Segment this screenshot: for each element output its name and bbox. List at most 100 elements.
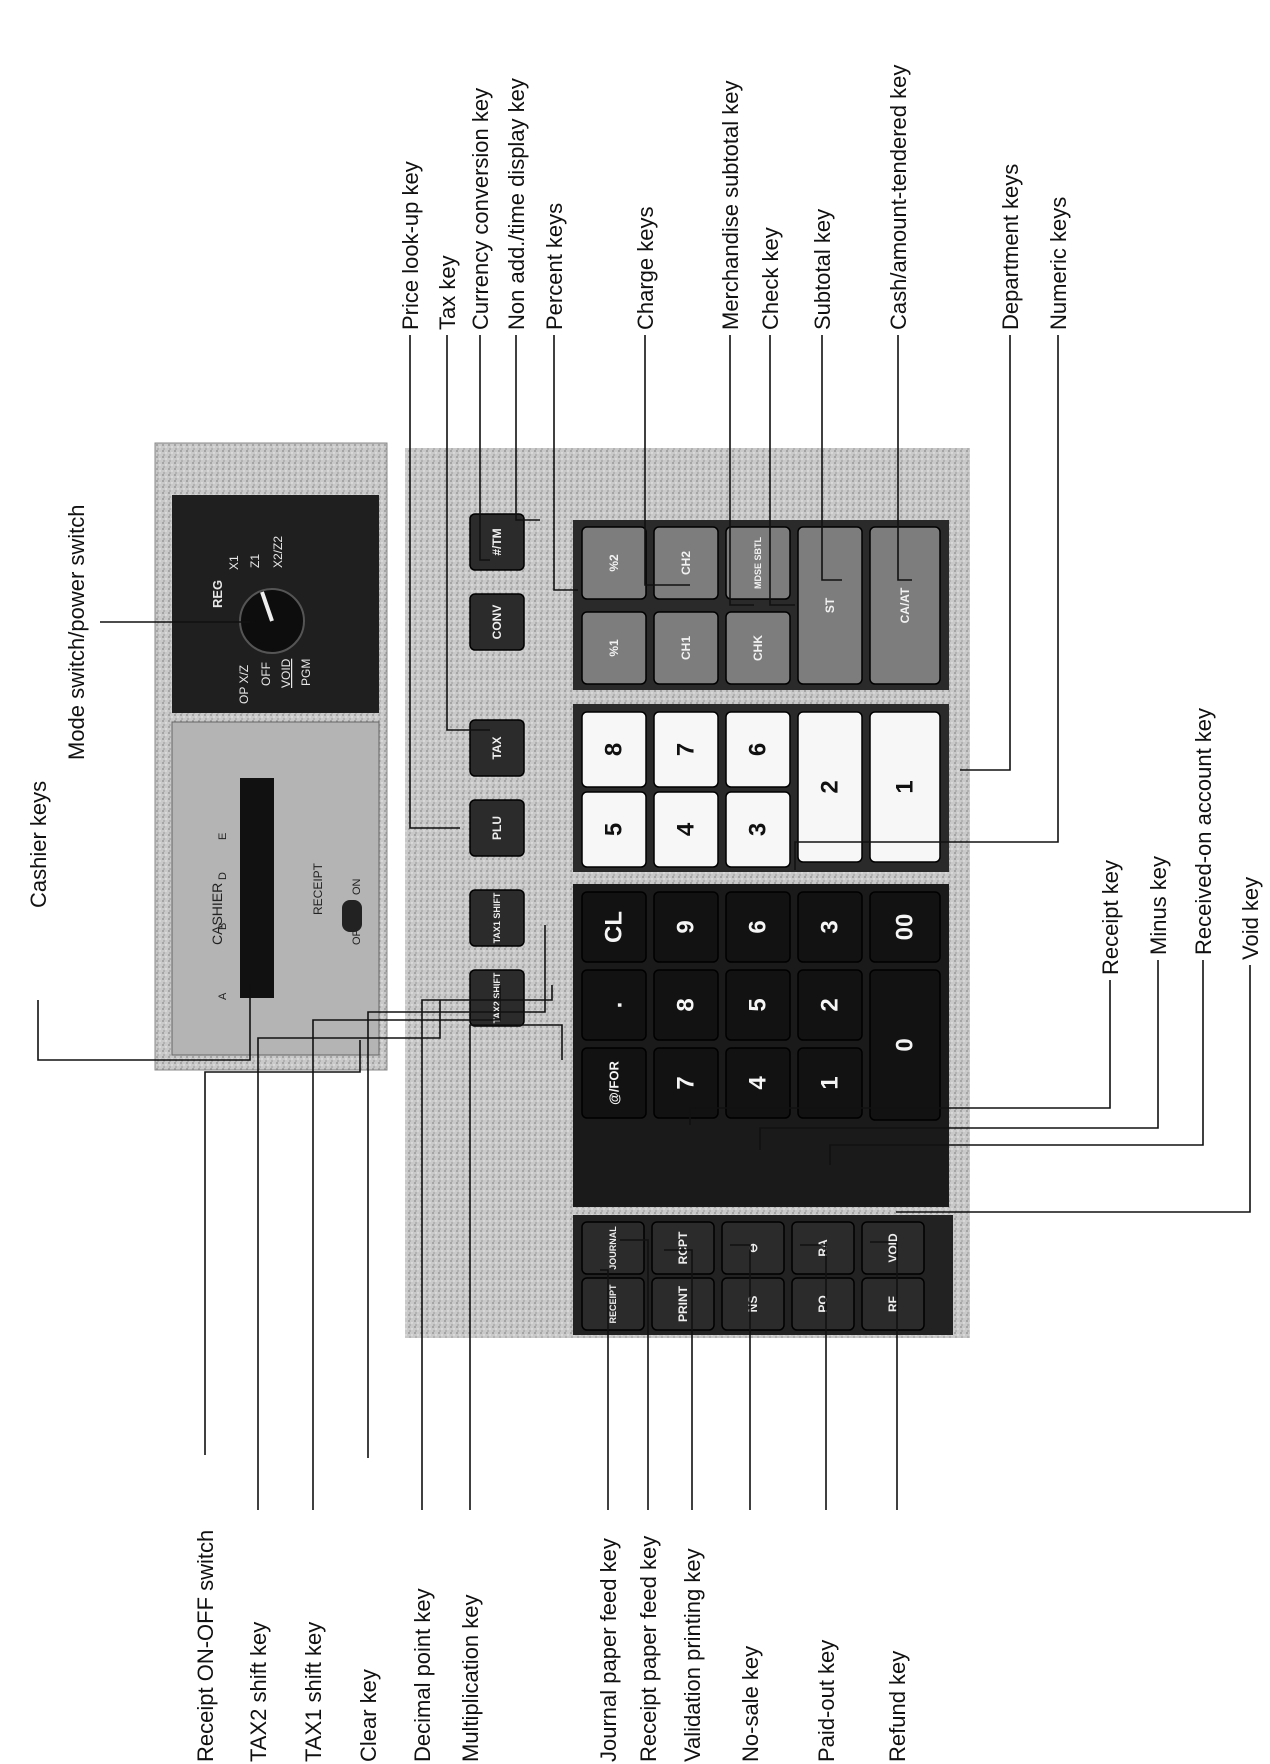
plu-key[interactable]: PLU [469,799,525,857]
rf-key-cap[interactable] [861,1277,925,1331]
tax2-shift-key[interactable]: TAX2 SHIFT [469,969,525,1027]
cashier-keys[interactable]: CASHIER A B D E [209,778,274,1000]
mdse-sbtl-key[interactable]: MDSE SBTL [725,526,791,600]
dept-key-4-cap[interactable] [653,791,719,868]
num-key-8[interactable]: 8 [653,969,719,1041]
cl-key-cap[interactable] [581,891,647,963]
receipt-switch-toggle[interactable] [342,900,362,932]
num-key-2[interactable]: 2 [797,969,863,1041]
num-key-0-cap[interactable] [869,969,941,1121]
tax1-shift-key-cap[interactable] [469,889,525,947]
ch1-key[interactable]: CH1 [653,611,719,685]
conv-key-cap[interactable] [469,593,525,651]
dept-key-8[interactable]: 8 [581,711,647,788]
dept-key-4[interactable]: 4 [653,791,719,868]
num-key-4-cap[interactable] [725,1047,791,1119]
pct2-key-cap[interactable] [581,526,647,600]
num-key-00[interactable]: 00 [869,891,941,963]
receipt-switch[interactable]: RECEIPT OFF ON [311,862,363,945]
dept-key-1-label: 1 [892,780,919,793]
label-tax-key: Tax key [435,255,460,330]
chk-key-cap[interactable] [725,611,791,685]
journal-feed-key-cap[interactable] [581,1221,645,1275]
cl-key[interactable]: CL [581,891,647,963]
num-key-5-cap[interactable] [725,969,791,1041]
rf-key[interactable]: RF [861,1277,925,1331]
dept-key-1-cap[interactable] [869,711,941,863]
st-key-cap[interactable] [797,526,863,685]
void-key[interactable]: VOID [861,1221,925,1275]
plu-key-cap[interactable] [469,799,525,857]
num-key-1[interactable]: 1 [797,1047,863,1119]
num-key-8-cap[interactable] [653,969,719,1041]
dept-key-3[interactable]: 3 [725,791,791,868]
dept-key-2[interactable]: 2 [797,711,863,863]
dept-key-1[interactable]: 1 [869,711,941,863]
num-key-7-cap[interactable] [653,1047,719,1119]
num-key-3-cap[interactable] [797,891,863,963]
dept-key-2-cap[interactable] [797,711,863,863]
num-key-00-cap[interactable] [869,891,941,963]
minus-key[interactable]: ⊖ [721,1221,785,1275]
dept-key-7[interactable]: 7 [653,711,719,788]
num-key-1-cap[interactable] [797,1047,863,1119]
dept-key-6[interactable]: 6 [725,711,791,788]
pct1-key-cap[interactable] [581,611,647,685]
num-key-6-cap[interactable] [725,891,791,963]
num-key-3[interactable]: 3 [797,891,863,963]
journal-feed-key[interactable]: JOURNAL [581,1221,645,1275]
minus-key-cap[interactable] [721,1221,785,1275]
for-key[interactable]: @/FOR [581,1047,647,1119]
receipt-feed-key[interactable]: RECEIPT [581,1277,645,1331]
num-key-6[interactable]: 6 [725,891,791,963]
rcpt-key-cap[interactable] [651,1221,715,1275]
num-key-9[interactable]: 9 [653,891,719,963]
dept-key-6-cap[interactable] [725,711,791,788]
receipt-feed-key-cap[interactable] [581,1277,645,1331]
dept-key-5[interactable]: 5 [581,791,647,868]
ca-at-key-cap[interactable] [869,526,941,685]
ch1-key-cap[interactable] [653,611,719,685]
dept-key-3-cap[interactable] [725,791,791,868]
num-key-4[interactable]: 4 [725,1047,791,1119]
po-key-cap[interactable] [791,1277,855,1331]
rcpt-key[interactable]: RCPT [651,1221,715,1275]
po-key[interactable]: PO [791,1277,855,1331]
mdse-sbtl-key-cap[interactable] [725,526,791,600]
tax-key-cap[interactable] [469,719,525,777]
for-key-cap[interactable] [581,1047,647,1119]
chk-key[interactable]: CHK [725,611,791,685]
pct1-key[interactable]: %1 [581,611,647,685]
conv-key[interactable]: CONV [469,593,525,651]
ca-at-key[interactable]: CA/AT [869,526,941,685]
print-key[interactable]: PRINT [651,1277,715,1331]
cashier-key-slot[interactable] [240,778,274,998]
st-key[interactable]: ST [797,526,863,685]
dot-key[interactable]: . [581,969,647,1041]
mode-switch[interactable]: REG X1 Z1 X2/Z2 OP X/Z OFF VOID PGM [210,536,313,704]
ch2-key[interactable]: CH2 [653,526,719,600]
ns-key-cap[interactable] [721,1277,785,1331]
ra-key[interactable]: RA [791,1221,855,1275]
num-key-9-cap[interactable] [653,891,719,963]
void-key-cap[interactable] [861,1221,925,1275]
dept-key-8-cap[interactable] [581,711,647,788]
tax-key[interactable]: TAX [469,719,525,777]
num-key-0[interactable]: 0 [869,969,941,1121]
ns-key[interactable]: NS [721,1277,785,1331]
pct2-key[interactable]: %2 [581,526,647,600]
num-key-2-cap[interactable] [797,969,863,1041]
label-clear-key: Clear key [356,1669,381,1762]
ra-key-cap[interactable] [791,1221,855,1275]
tm-key-cap[interactable] [469,513,525,571]
dept-key-5-cap[interactable] [581,791,647,868]
ch2-key-cap[interactable] [653,526,719,600]
tax1-shift-key[interactable]: TAX1 SHIFT [469,889,525,947]
leader-lines [37,335,1251,1510]
print-key-cap[interactable] [651,1277,715,1331]
dept-key-7-cap[interactable] [653,711,719,788]
num-key-7[interactable]: 7 [653,1047,719,1119]
dot-key-cap[interactable] [581,969,647,1041]
tm-key[interactable]: #/TM [469,513,525,571]
num-key-5[interactable]: 5 [725,969,791,1041]
